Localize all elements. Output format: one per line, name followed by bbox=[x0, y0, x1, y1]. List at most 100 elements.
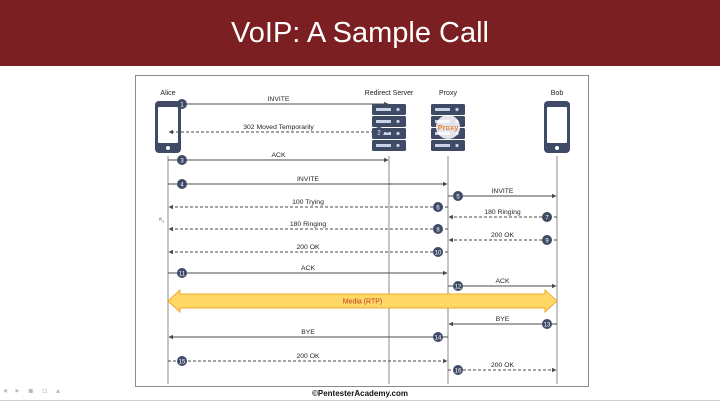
message-11: ACK 11 bbox=[168, 265, 448, 278]
message-9: 200 OK 9 bbox=[448, 232, 557, 245]
message-label: 100 Trying bbox=[292, 199, 324, 206]
title-bar: VoIP: A Sample Call bbox=[0, 0, 720, 66]
cursor-icon: ↖ bbox=[158, 216, 166, 226]
step-number: 5 bbox=[456, 194, 460, 200]
message-label: 200 OK bbox=[491, 232, 515, 239]
server-slot bbox=[435, 144, 450, 147]
proxy-overlay-label: Proxy bbox=[438, 123, 460, 132]
step-number-badge bbox=[542, 319, 552, 329]
server-slot bbox=[376, 144, 391, 147]
step-number-badge bbox=[542, 235, 552, 245]
message-1: INVITE 1 bbox=[168, 96, 389, 109]
message-label: 180 Ringing bbox=[484, 209, 520, 216]
step-number-badge bbox=[433, 224, 443, 234]
message-label: 180 Ringing bbox=[290, 221, 326, 228]
proxy-overlay-circle bbox=[436, 115, 460, 139]
message-5: INVITE 5 bbox=[448, 188, 557, 201]
message-label: 200 OK bbox=[296, 244, 320, 251]
slide-nav-icons[interactable]: ◂ ▸ ▪ ▫ ▴ bbox=[3, 386, 64, 395]
server-led bbox=[455, 107, 459, 112]
message-label: 200 OK bbox=[491, 362, 515, 369]
message-3: ACK 3 bbox=[168, 152, 389, 165]
message-8: 180 Ringing 8 bbox=[168, 221, 448, 234]
message-6: 100 Trying 6 bbox=[168, 199, 448, 212]
server-led bbox=[396, 131, 400, 136]
entity-redirect: Redirect Server bbox=[365, 90, 414, 384]
step-number-badge bbox=[433, 247, 443, 257]
bottom-divider bbox=[0, 400, 720, 401]
copyright-footer: ©PentesterAcademy.com bbox=[311, 389, 408, 398]
step-number: 4 bbox=[180, 182, 184, 188]
step-number: 13 bbox=[544, 322, 551, 328]
step-number: 2 bbox=[377, 130, 381, 136]
step-number: 14 bbox=[435, 335, 442, 341]
server-slot bbox=[435, 108, 450, 111]
media-rtp-arrow: Media (RTP) bbox=[167, 288, 558, 314]
step-number-badge bbox=[542, 212, 552, 222]
message-16: 200 OK 16 bbox=[448, 362, 557, 375]
message-label: ACK bbox=[301, 265, 315, 272]
server-led bbox=[455, 143, 459, 148]
step-number-badge bbox=[177, 268, 187, 278]
message-label: 200 OK bbox=[296, 353, 320, 360]
step-number-badge bbox=[433, 202, 443, 212]
step-number: 6 bbox=[436, 205, 440, 211]
server-led bbox=[396, 143, 400, 148]
step-number: 10 bbox=[435, 250, 442, 256]
phone-home-button bbox=[555, 146, 559, 150]
step-number-badge bbox=[177, 179, 187, 189]
phone-home-button bbox=[166, 146, 170, 150]
step-number-badge bbox=[177, 99, 187, 109]
step-number-badge bbox=[374, 127, 384, 137]
server-led bbox=[396, 119, 400, 124]
step-number-badge bbox=[177, 356, 187, 366]
entity-alice: Alice bbox=[155, 90, 181, 384]
message-label: INVITE bbox=[492, 188, 514, 195]
message-12: ACK 12 bbox=[448, 278, 557, 291]
phone-screen bbox=[158, 107, 178, 143]
step-number: 1 bbox=[180, 102, 184, 108]
message-15: 200 OK 15 bbox=[168, 353, 448, 366]
message-10: 200 OK 10 bbox=[168, 244, 448, 257]
phone-screen bbox=[547, 107, 567, 143]
entity-label-redirect: Redirect Server bbox=[365, 90, 414, 97]
server-slot bbox=[376, 120, 391, 123]
step-number-badge bbox=[433, 332, 443, 342]
step-number-badge bbox=[453, 191, 463, 201]
message-4: INVITE 4 bbox=[168, 176, 448, 189]
step-number: 16 bbox=[455, 368, 462, 374]
message-label: BYE bbox=[301, 329, 315, 336]
step-number: 3 bbox=[180, 158, 184, 164]
step-number: 12 bbox=[455, 284, 462, 290]
entity-label-bob: Bob bbox=[551, 90, 564, 97]
message-label: BYE bbox=[496, 316, 510, 323]
step-number: 9 bbox=[545, 238, 549, 244]
message-13: BYE 13 bbox=[448, 316, 557, 329]
entity-label-proxy: Proxy bbox=[439, 90, 457, 97]
slide-title: VoIP: A Sample Call bbox=[231, 17, 489, 49]
step-number-badge bbox=[453, 281, 463, 291]
message-label: INVITE bbox=[297, 176, 319, 183]
media-label: Media (RTP) bbox=[343, 299, 383, 306]
server-slot bbox=[376, 108, 391, 111]
message-label: ACK bbox=[496, 278, 510, 285]
media-band bbox=[167, 288, 558, 314]
server-led bbox=[396, 107, 400, 112]
step-number-badge bbox=[177, 155, 187, 165]
message-label: INVITE bbox=[268, 96, 290, 103]
message-14: BYE 14 bbox=[168, 329, 448, 342]
message-2: 302 Moved Temporarily 2 bbox=[168, 124, 389, 137]
entity-label-alice: Alice bbox=[160, 90, 175, 97]
step-number-badge bbox=[453, 365, 463, 375]
step-number: 8 bbox=[436, 227, 440, 233]
step-number: 7 bbox=[545, 215, 549, 221]
message-label: ACK bbox=[272, 152, 286, 159]
step-number: 15 bbox=[179, 359, 186, 365]
message-label: 302 Moved Temporarily bbox=[243, 124, 314, 131]
step-number: 11 bbox=[179, 271, 186, 277]
message-7: 180 Ringing 7 bbox=[448, 209, 557, 222]
entity-bob: Bob bbox=[544, 90, 570, 384]
